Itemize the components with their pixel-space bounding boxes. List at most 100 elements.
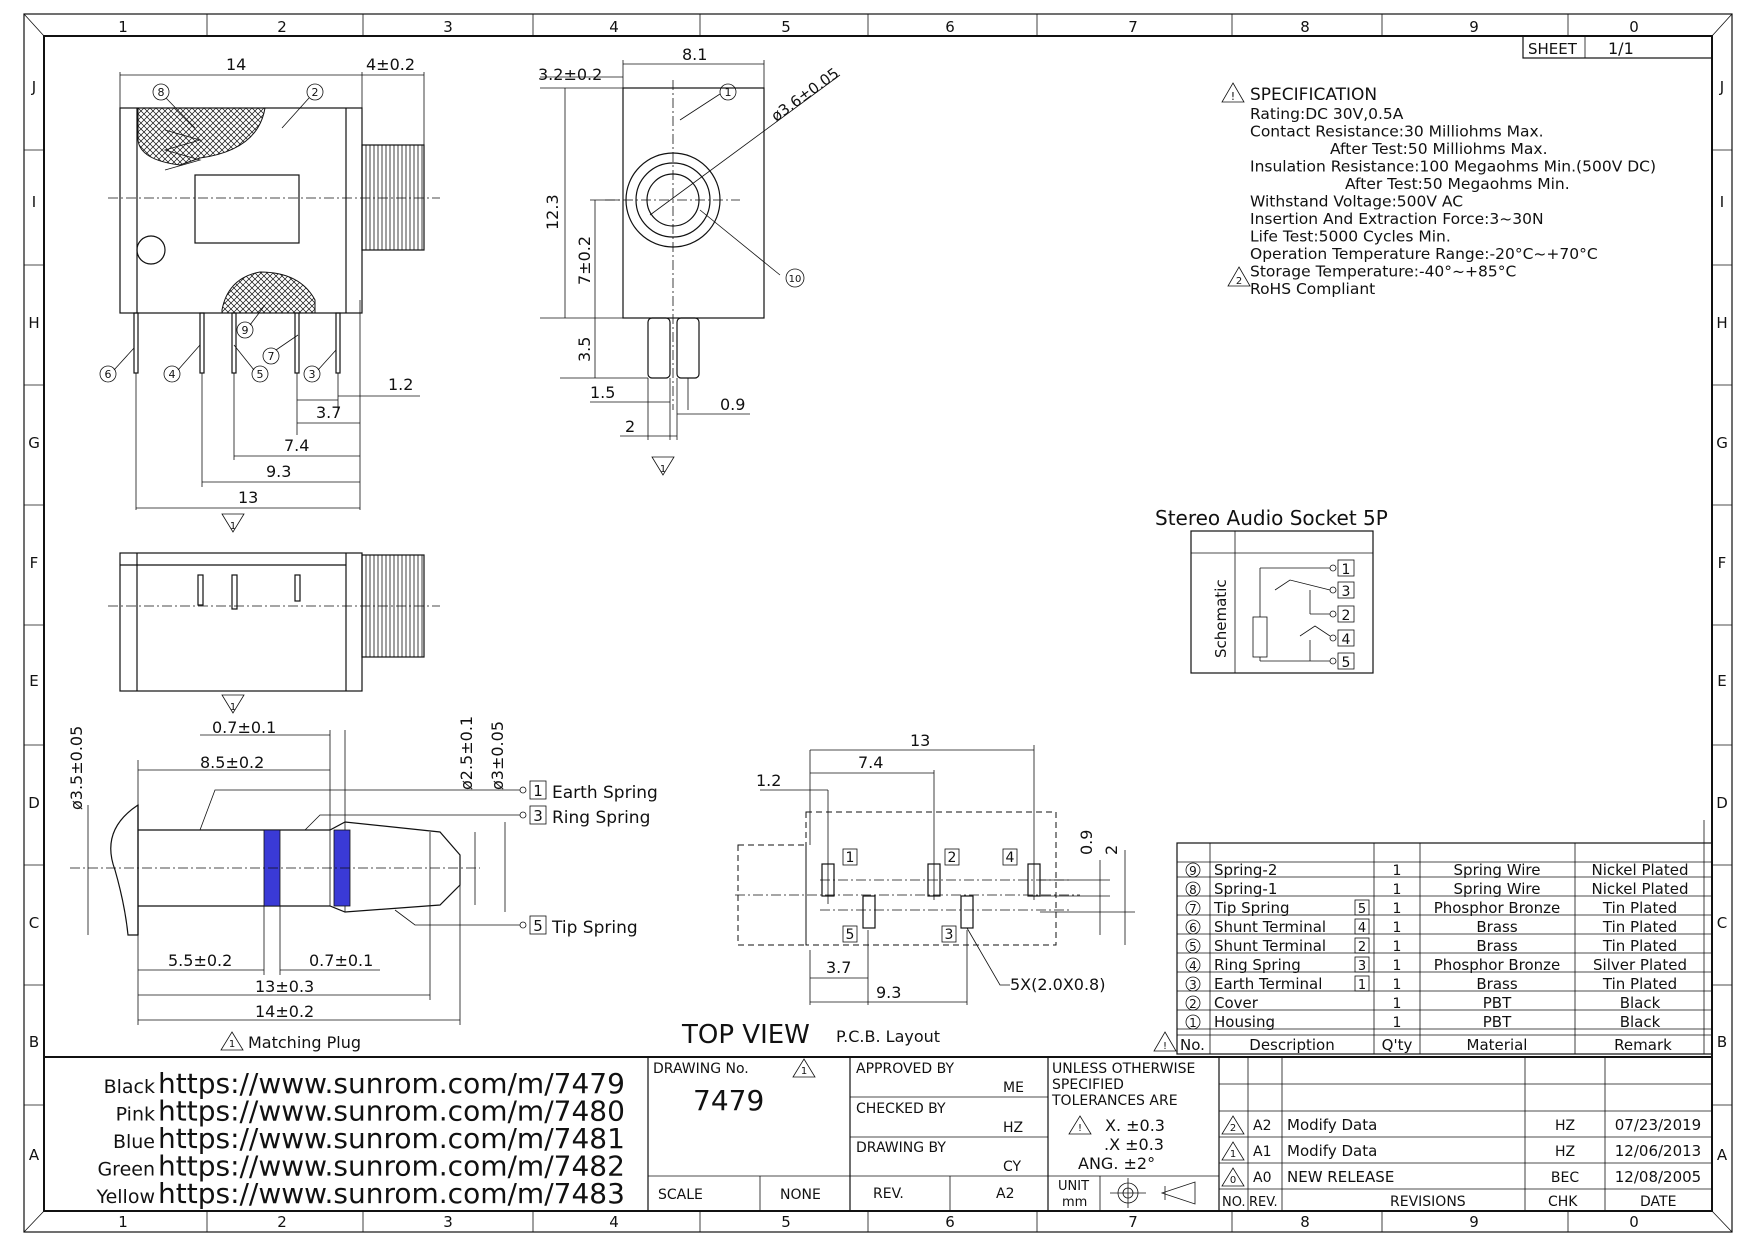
plug-dim-0-7-top: 0.7±0.1: [212, 718, 276, 737]
frame-col-bottom-3: 4: [609, 1213, 619, 1231]
pcb-pad-label-3: 3: [945, 927, 954, 943]
pcb-dim-1-2: 1.2: [756, 771, 781, 790]
frame-row-right-4: F: [1718, 554, 1727, 572]
frame-col-top-4: 5: [781, 18, 791, 36]
bom-header-rem: Remark: [1614, 1036, 1672, 1054]
side-rev-marker: 1: [230, 521, 236, 532]
bom-header-qty: Q'ty: [1382, 1036, 1413, 1054]
plug-tip-spring: Tip Spring: [551, 918, 638, 938]
bom-row-remark: Tin Plated: [1602, 899, 1677, 917]
rev-value: A2: [996, 1186, 1014, 1202]
bom-row-no: 1: [1189, 1016, 1197, 1030]
link-color-label: Yellow: [96, 1186, 156, 1208]
bom-row-no: 8: [1189, 883, 1197, 897]
bom-row-tag-box: [1354, 937, 1370, 954]
bom-row-material: PBT: [1483, 1013, 1512, 1031]
plug-caption: Matching Plug: [248, 1033, 361, 1052]
scale-value: NONE: [780, 1187, 821, 1203]
bom-row-material: Phosphor Bronze: [1434, 956, 1561, 974]
frame-row-left-7: C: [29, 914, 39, 932]
frame-col-top-3: 4: [609, 18, 619, 36]
bom-row-no-circle: [1185, 1014, 1201, 1030]
spec-title: SPECIFICATION: [1250, 85, 1377, 105]
bom-row-no-circle: [1185, 881, 1201, 897]
frame-col-bottom-7: 8: [1300, 1213, 1310, 1231]
frame-row-right-9: A: [1717, 1146, 1728, 1164]
drawing-no: 7479: [693, 1084, 764, 1117]
revision-desc: Modify Data: [1287, 1142, 1377, 1160]
side-dim-4: 4±0.2: [366, 55, 415, 74]
bom-row-qty: 1: [1393, 939, 1402, 955]
frame-col-top-2: 3: [443, 18, 453, 36]
link-url[interactable]: https://www.sunrom.com/m/7480: [158, 1095, 625, 1128]
side-dim-3-7: 3.7: [316, 403, 341, 422]
revision-marker-triangle: [1221, 1115, 1245, 1135]
link-url[interactable]: https://www.sunrom.com/m/7483: [158, 1177, 625, 1210]
spec-line-8: Operation Temperature Range:-20°C~+70°C: [1250, 245, 1598, 263]
frame-col-top-9: 0: [1629, 18, 1639, 36]
bom-row-no-circle: [1185, 919, 1201, 935]
bom-row-tag-box: [1354, 975, 1370, 992]
approved-by-label: APPROVED BY: [856, 1061, 954, 1077]
rev-header-no: NO.: [1222, 1195, 1246, 1210]
side-callout-4: 4: [169, 368, 176, 381]
plug-ring-spring: Ring Spring: [552, 808, 650, 828]
pcb-view-title: TOP VIEW: [681, 1020, 810, 1050]
link-url[interactable]: https://www.sunrom.com/m/7479: [158, 1067, 625, 1100]
bom-row-desc: Shunt Terminal: [1214, 918, 1326, 936]
bom-row-no-circle: [1185, 995, 1201, 1011]
side-callout-9: 9: [242, 324, 249, 337]
frame-row-right-3: G: [1716, 434, 1728, 452]
front-view: 3.2±0.2 8.1 ø3.6±0.05 12.3 7±0.2 3.5 1.5…: [538, 45, 842, 476]
bom-header-no: No.: [1180, 1036, 1205, 1054]
plug-dim-5-5: 5.5±0.2: [168, 951, 232, 970]
frame-row-left-5: E: [29, 672, 38, 690]
bom-row-remark: Tin Plated: [1602, 918, 1677, 936]
title-block: DRAWING No. 7479 1 APPROVED BY ME CHECKE…: [44, 1056, 1712, 1211]
schematic-side-label: Schematic: [1212, 579, 1230, 658]
tolerance-xx: .X ±0.3: [1104, 1135, 1164, 1154]
bom-row-remark: Black: [1620, 994, 1661, 1012]
bom-row-remark: Tin Plated: [1602, 975, 1677, 993]
sheet-value: 1/1: [1608, 39, 1634, 58]
frame-col-top-7: 8: [1300, 18, 1310, 36]
scale-label: SCALE: [658, 1187, 703, 1203]
plug-rev-marker: 1: [229, 1039, 235, 1050]
drawing-by: CY: [1003, 1159, 1022, 1175]
frame-row-right-5: E: [1717, 672, 1726, 690]
front-dim-8-1: 8.1: [682, 45, 707, 64]
frame-row-right-0: J: [1719, 78, 1724, 96]
revision-chk: HZ: [1555, 1144, 1575, 1160]
frame-row-left-1: I: [32, 193, 36, 211]
bom-row-desc: Spring-2: [1214, 861, 1277, 879]
side-callout-2: 2: [312, 86, 319, 99]
side-dim-1-2: 1.2: [388, 375, 413, 394]
link-url[interactable]: https://www.sunrom.com/m/7482: [158, 1150, 625, 1183]
frame-col-top-0: 1: [118, 18, 128, 36]
pcb-dim-7-4: 7.4: [858, 753, 883, 772]
schematic-pin-3: 3: [1342, 584, 1351, 600]
spec-line-5: Withstand Voltage:500V AC: [1250, 193, 1463, 211]
frame-col-top-6: 7: [1128, 18, 1138, 36]
rev-header-date: DATE: [1640, 1194, 1676, 1210]
frame-row-left-2: H: [28, 314, 39, 332]
link-url[interactable]: https://www.sunrom.com/m/7481: [158, 1122, 625, 1155]
bom-row-desc: Earth Terminal: [1214, 975, 1322, 993]
front-dim-3-2: 3.2±0.2: [538, 65, 602, 84]
pcb-dim-9-3: 9.3: [876, 983, 901, 1002]
bom-row-desc: Ring Spring: [1214, 956, 1301, 974]
bom-row-remark: Nickel Plated: [1592, 861, 1689, 879]
pcb-pad-note: 5X(2.0X0.8): [1010, 975, 1105, 994]
frame-row-left-8: B: [29, 1033, 39, 1051]
approved-by: ME: [1003, 1080, 1024, 1096]
frame-row-left-4: F: [30, 554, 39, 572]
frame-col-bottom-1: 2: [277, 1213, 287, 1231]
bom-row-no-circle: [1185, 976, 1201, 992]
bom-row-no: 6: [1189, 921, 1197, 935]
front-dim-7: 7±0.2: [575, 236, 594, 285]
